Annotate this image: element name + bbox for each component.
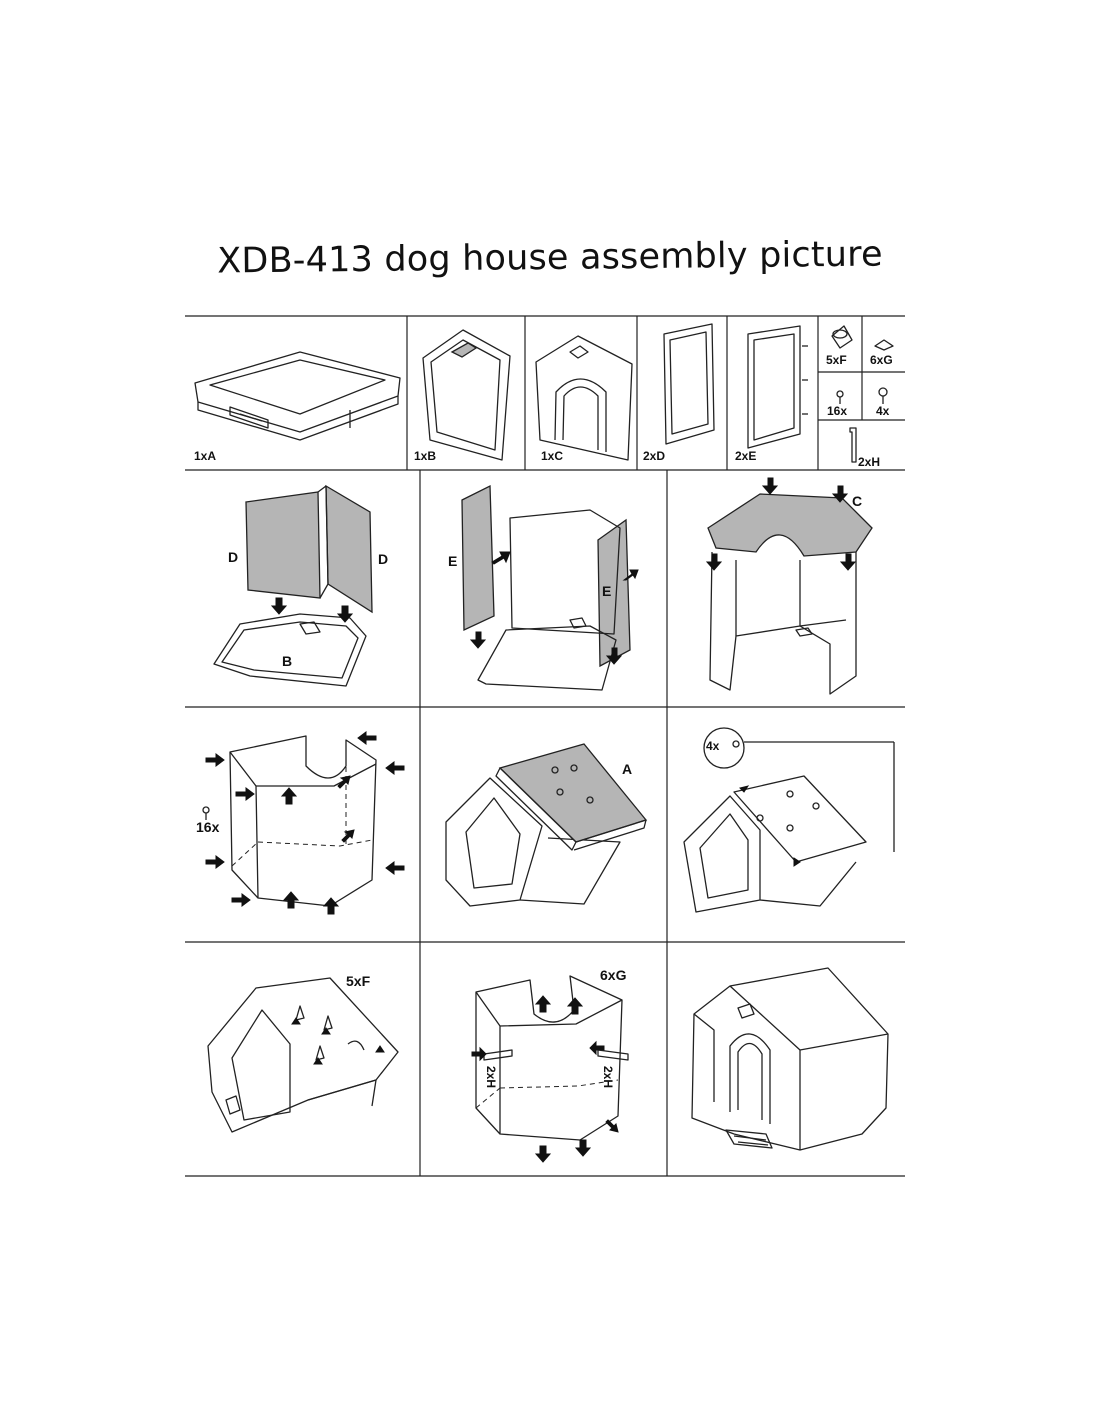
step-4-screw-frame: 16x (196, 731, 405, 915)
step-6-roof-screws: 4x (683, 727, 895, 913)
part-h-stake: 2xH (849, 427, 880, 469)
step-5-a-label: A (622, 761, 632, 777)
part-a-roof: 1xA (194, 351, 401, 463)
step-8-left-h: 2xH (484, 1066, 498, 1088)
step-3-c-label: C (852, 493, 862, 509)
step-2-e-right: E (602, 583, 611, 599)
part-c-label: 1xC (541, 449, 563, 463)
step-2-front-back: E E (448, 484, 639, 691)
part-f-screw-cap: 5xF (826, 325, 853, 367)
part-small-screw-icon: 4x (876, 387, 890, 418)
part-d-label: 2xD (643, 449, 665, 463)
part-a-label: 1xA (194, 449, 216, 463)
part-c-front-wall: 1xC (535, 335, 633, 463)
step-1-b-label: B (282, 653, 292, 669)
part-screw-label: 16x (827, 404, 847, 418)
step-6-count: 4x (706, 739, 720, 753)
step-3-top-frame: C (705, 477, 873, 695)
step-8-count: 6xG (600, 967, 627, 983)
panel-grid (185, 315, 905, 1177)
part-e-side-panel: 2xE (735, 325, 808, 463)
part-h-label: 2xH (858, 455, 880, 469)
step-7-count: 5xF (346, 973, 371, 989)
step-2-e-left: E (448, 553, 457, 569)
step-8-right-h: 2xH (601, 1066, 615, 1088)
part-f-label: 5xF (826, 353, 847, 367)
step-1-d-right: D (378, 551, 388, 567)
step-1-d-left: D (228, 549, 238, 565)
part-screw-icon: 16x (827, 390, 847, 418)
part-d-side-panel: 2xD (643, 323, 715, 463)
step-7-caps: 5xF (207, 973, 399, 1133)
part-g-label: 6xG (870, 353, 893, 367)
part-b-back-wall: 1xB (414, 329, 511, 463)
step-4-count: 16x (196, 819, 220, 835)
step-8-stakes: 6xG 2xH 2xH (471, 967, 629, 1163)
step-1-side-walls: D D B (213, 484, 388, 687)
finished-dog-house (691, 967, 889, 1151)
part-g-clip: 6xG (870, 339, 894, 367)
part-b-label: 1xB (414, 449, 436, 463)
part-e-label: 2xE (735, 449, 756, 463)
part-small-label: 4x (876, 404, 890, 418)
step-5-roof-placement: A (445, 743, 648, 907)
